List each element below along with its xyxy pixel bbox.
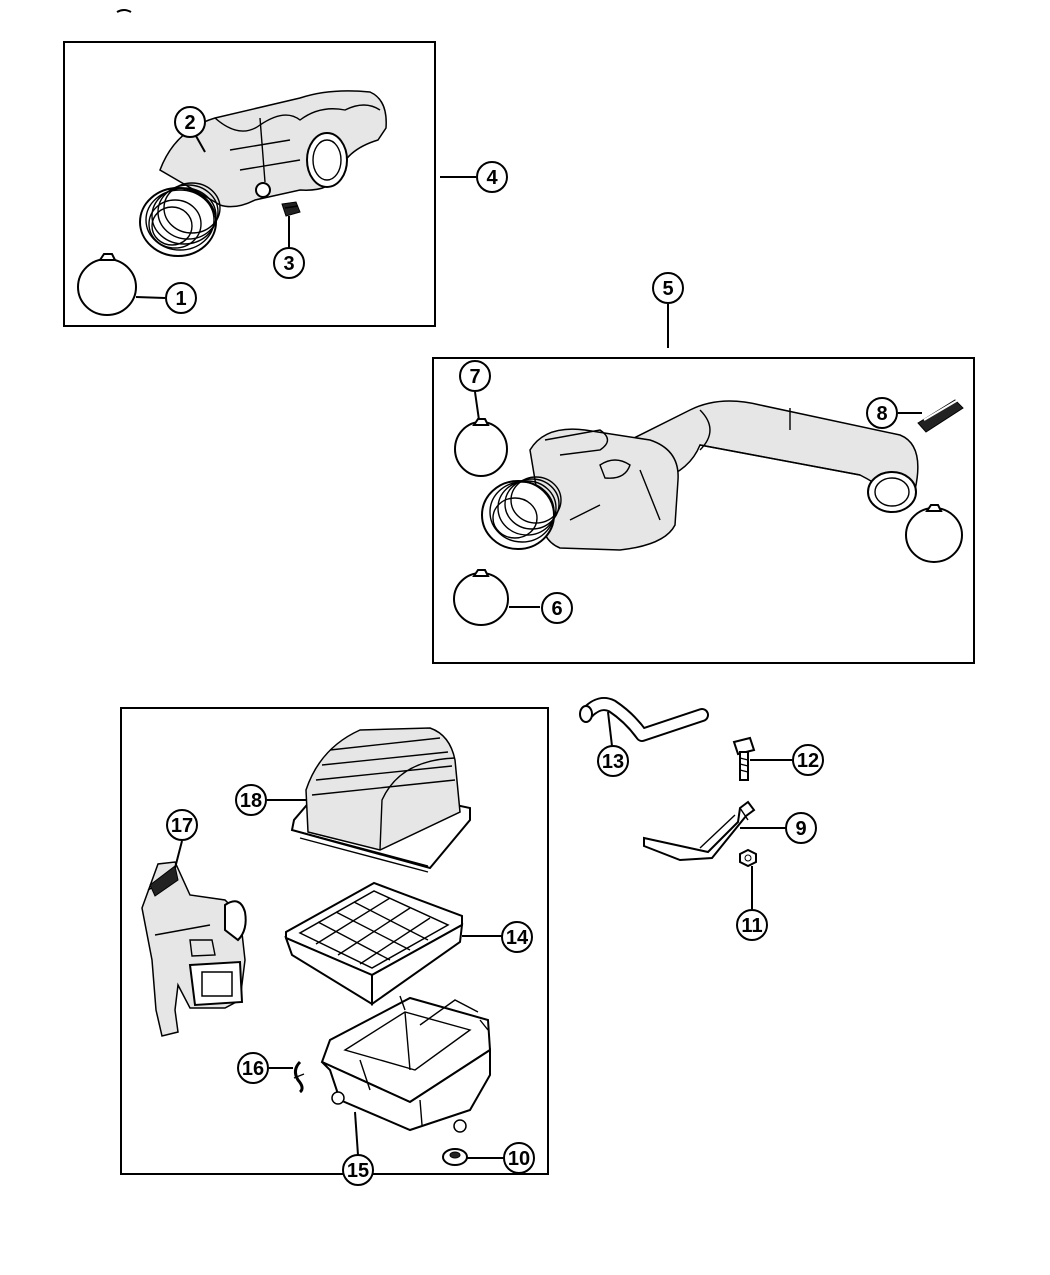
bracket-part-9 (643, 800, 756, 862)
callout-2-label: 2 (184, 112, 195, 134)
callout-18-label: 18 (240, 790, 262, 812)
callout-6: 6 (541, 592, 573, 624)
callout-7-label: 7 (469, 366, 480, 388)
callout-16: 16 (237, 1052, 269, 1084)
air-duct-drawing (139, 90, 387, 257)
top-mark (116, 9, 132, 13)
clamp-part-1 (77, 253, 137, 316)
resonator-drawing (481, 400, 919, 551)
leader-15 (354, 1111, 359, 1156)
callout-14: 14 (501, 921, 533, 953)
hose-part-13 (579, 697, 709, 742)
callout-8-label: 8 (876, 403, 887, 425)
inlet-duct-part-17 (141, 861, 247, 1037)
callout-15: 15 (342, 1154, 374, 1186)
callout-3-label: 3 (283, 253, 294, 275)
group-box-air-cleaner (120, 707, 549, 1175)
callout-7: 7 (459, 360, 491, 392)
leader-1 (135, 296, 166, 299)
sensor-part-8 (917, 399, 964, 433)
callout-10-label: 10 (508, 1148, 530, 1170)
callout-13-label: 13 (602, 751, 624, 773)
callout-9-label: 9 (795, 818, 806, 840)
callout-17-label: 17 (171, 815, 193, 837)
clamp-right-end (905, 504, 963, 563)
group-box-air-duct (63, 41, 436, 327)
callout-18: 18 (235, 784, 267, 816)
callout-11-label: 11 (741, 915, 762, 937)
leader-2 (195, 135, 206, 153)
base-part-15 (320, 995, 492, 1133)
callout-4-label: 4 (486, 167, 498, 189)
leader-13 (607, 711, 613, 747)
callout-11: 11 (736, 909, 768, 941)
clamp-part-6 (453, 569, 509, 626)
callout-6-label: 6 (551, 598, 562, 620)
leader-7 (474, 391, 480, 421)
callout-15-label: 15 (347, 1160, 369, 1182)
filter-part-14 (284, 881, 464, 1006)
callout-5-label: 5 (662, 278, 673, 300)
callout-12: 12 (792, 744, 824, 776)
nut-part-11 (739, 848, 757, 868)
leader-17 (174, 840, 183, 869)
callout-2: 2 (174, 106, 206, 138)
callout-10: 10 (503, 1142, 535, 1174)
callout-16-label: 16 (242, 1058, 264, 1080)
callout-4: 4 (476, 161, 508, 193)
callout-8: 8 (866, 397, 898, 429)
bolt-part-12 (732, 736, 756, 781)
callout-5: 5 (652, 272, 684, 304)
clamp-part-7 (454, 418, 508, 477)
callout-9: 9 (785, 812, 817, 844)
callout-1: 1 (165, 282, 197, 314)
callout-12-label: 12 (797, 750, 819, 772)
group-box-resonator (432, 357, 975, 664)
callout-1-label: 1 (175, 288, 186, 310)
grommet-part-10 (442, 1148, 468, 1166)
callout-13: 13 (597, 745, 629, 777)
callout-17: 17 (166, 809, 198, 841)
clip-part-3 (281, 201, 301, 217)
callout-3: 3 (273, 247, 305, 279)
callout-14-label: 14 (506, 927, 529, 949)
clip-part-16 (293, 1060, 305, 1094)
cover-part-18 (290, 727, 471, 873)
